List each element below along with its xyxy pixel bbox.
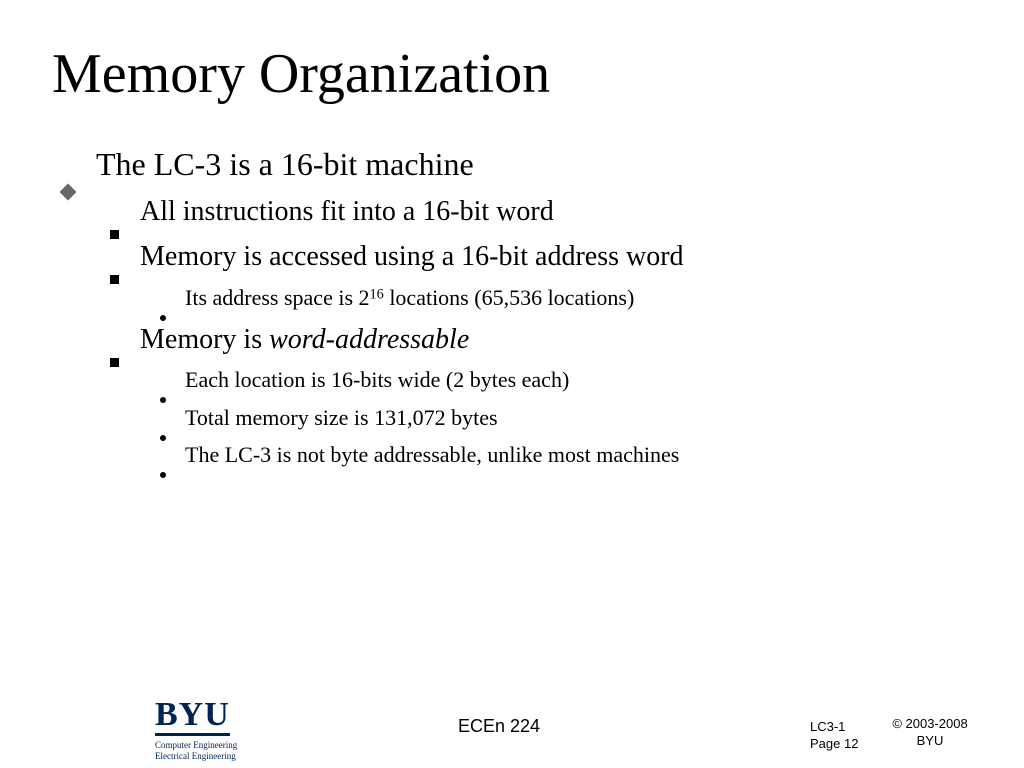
bullet-level2: Memory is accessed using a 16-bit addres… bbox=[110, 241, 684, 284]
superscript-exponent: 16 bbox=[369, 286, 384, 303]
bullet-text: Each location is 16-bits wide (2 bytes e… bbox=[185, 367, 570, 392]
copyright: © 2003-2008 BYU bbox=[888, 715, 972, 749]
slide-title: Memory Organization bbox=[52, 43, 551, 105]
dot-bullet-icon bbox=[160, 435, 166, 441]
bullet-text: Total memory size is 131,072 bytes bbox=[185, 405, 498, 430]
square-bullet-icon bbox=[110, 358, 119, 367]
page-number: Page 12 bbox=[810, 736, 859, 751]
bullet-level2: Memory is word-addressable bbox=[110, 324, 470, 367]
logo-subtitle-2: Electrical Engineering bbox=[155, 751, 236, 761]
diamond-bullet-icon bbox=[59, 183, 77, 201]
bullet-level3: Each location is 16-bits wide (2 bytes e… bbox=[160, 367, 570, 403]
bullet-level1: The LC-3 is a 16-bit machine bbox=[59, 146, 474, 201]
byu-logo: BYU Computer Engineering Electrical Engi… bbox=[155, 698, 255, 761]
dot-bullet-icon bbox=[160, 397, 166, 403]
section-label: LC3-1 bbox=[810, 719, 846, 734]
bullet-level3: Its address space is 216 locations (65,5… bbox=[160, 285, 635, 321]
bullet-level3: The LC-3 is not byte addressable, unlike… bbox=[160, 442, 680, 478]
bullet-text: All instructions fit into a 16-bit word bbox=[140, 196, 554, 227]
dot-bullet-icon bbox=[160, 315, 166, 321]
bullet-text: The LC-3 is not byte addressable, unlike… bbox=[185, 442, 680, 467]
dot-bullet-icon bbox=[160, 472, 166, 478]
bullet-text: Memory is accessed using a 16-bit addres… bbox=[140, 241, 684, 272]
page-info: LC3-1 Page 12 bbox=[810, 718, 858, 752]
logo-subtitle-1: Computer Engineering bbox=[155, 740, 238, 750]
bullet-text: Its address space is 216 locations (65,5… bbox=[185, 285, 635, 310]
copyright-owner: BYU bbox=[916, 733, 944, 748]
byu-logo-mark: BYU bbox=[155, 698, 230, 736]
bullet-level2: All instructions fit into a 16-bit word bbox=[110, 196, 554, 239]
emphasis-term: word-addressable bbox=[269, 324, 470, 355]
bullet-text: The LC-3 is a 16-bit machine bbox=[96, 146, 474, 182]
course-label: ECEn 224 bbox=[458, 716, 541, 736]
bullet-text: Memory is word-addressable bbox=[140, 324, 470, 355]
square-bullet-icon bbox=[110, 230, 119, 239]
square-bullet-icon bbox=[110, 275, 119, 284]
bullet-level3: Total memory size is 131,072 bytes bbox=[160, 405, 498, 441]
copyright-years: © 2003-2008 bbox=[892, 716, 968, 731]
